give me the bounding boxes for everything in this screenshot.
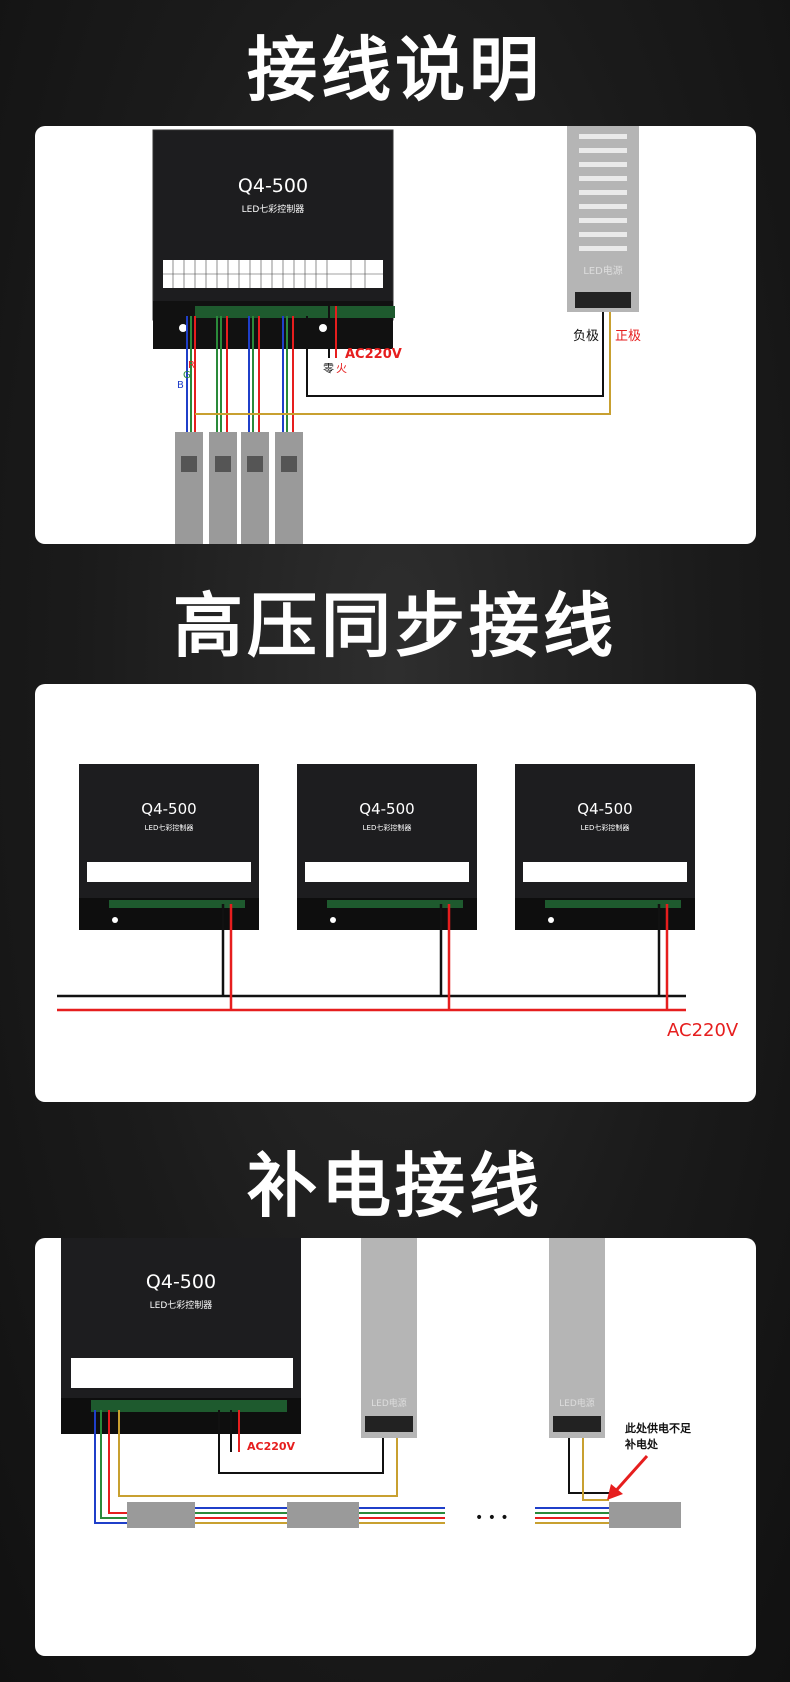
wiring-diagram: Q4-500 LED七彩控制器 [152, 126, 641, 544]
arrow-head-icon [607, 1484, 623, 1500]
led-module [127, 1502, 195, 1528]
controller-model: Q4-500 [141, 800, 196, 818]
label-r: R [188, 360, 195, 371]
power-supply: LED电源 [361, 1238, 417, 1438]
power-supply: LED电源 [567, 126, 639, 312]
controller-model: Q4-500 [577, 800, 632, 818]
label-neutral: 零 [323, 362, 334, 375]
controller-model: Q4-500 [359, 800, 414, 818]
section-title-wiring: 接线说明 [247, 29, 543, 111]
controller-subtitle: LED七彩控制器 [150, 1299, 213, 1311]
led-module [175, 432, 203, 544]
section-title-sync: 高压同步接线 [173, 585, 617, 667]
supplementary-power-diagram: Q4-500 LED七彩控制器 [61, 1238, 692, 1528]
led-module [609, 1502, 681, 1528]
controller-subtitle: LED七彩控制器 [581, 823, 630, 832]
led-module [209, 432, 237, 544]
controller-box: Q4-500 LED七彩控制器 [515, 764, 695, 930]
power-supply: LED电源 [549, 1238, 605, 1438]
controller-box: Q4-500 LED七彩控制器 [152, 129, 395, 349]
led-module-group [175, 432, 303, 544]
led-module [241, 432, 269, 544]
sync-wiring-diagram: Q4-500 LED七彩控制器 Q4-500 LED七彩控制器 Q4-500 L… [57, 764, 739, 1041]
controller-box: Q4-500 LED七彩控制器 [79, 764, 259, 930]
label-positive: 正极 [615, 329, 641, 344]
controller-subtitle: LED七彩控制器 [363, 823, 412, 832]
terminal-block [195, 306, 395, 318]
controller-subtitle: LED七彩控制器 [145, 823, 194, 832]
label-ac220v: AC220V [345, 347, 402, 362]
label-live: 火 [336, 362, 347, 375]
led-module [275, 432, 303, 544]
label-ac220v: AC220V [247, 1440, 296, 1453]
label-b: B [177, 380, 184, 391]
arrow-icon [611, 1454, 649, 1496]
power-supply-label: LED电源 [559, 1397, 595, 1409]
controller-model: Q4-500 [238, 175, 308, 197]
power-supply-label: LED电源 [583, 264, 623, 277]
led-module [287, 1502, 359, 1528]
panel-wiring-instructions: Q4-500 LED七彩控制器 [35, 126, 756, 544]
panel-sync-wiring: Q4-500 LED七彩控制器 Q4-500 LED七彩控制器 Q4-500 L… [35, 684, 756, 1102]
ellipsis-label: • • • [475, 1510, 509, 1526]
controller-box: Q4-500 LED七彩控制器 [297, 764, 477, 930]
label-g: G [183, 370, 191, 381]
label-ac220v: AC220V [667, 1020, 739, 1041]
section-title-supplementary-power: 补电接线 [247, 1145, 543, 1227]
controller-box: Q4-500 LED七彩控制器 [61, 1238, 301, 1434]
power-supply-label: LED电源 [371, 1397, 407, 1409]
note-line-2: 补电处 [624, 1437, 659, 1451]
controller-subtitle: LED七彩控制器 [242, 203, 305, 215]
controller-model: Q4-500 [146, 1271, 216, 1293]
label-negative: 负极 [573, 329, 599, 344]
note-line-1: 此处供电不足 [625, 1421, 692, 1435]
panel-supplementary-power: Q4-500 LED七彩控制器 [35, 1238, 756, 1656]
